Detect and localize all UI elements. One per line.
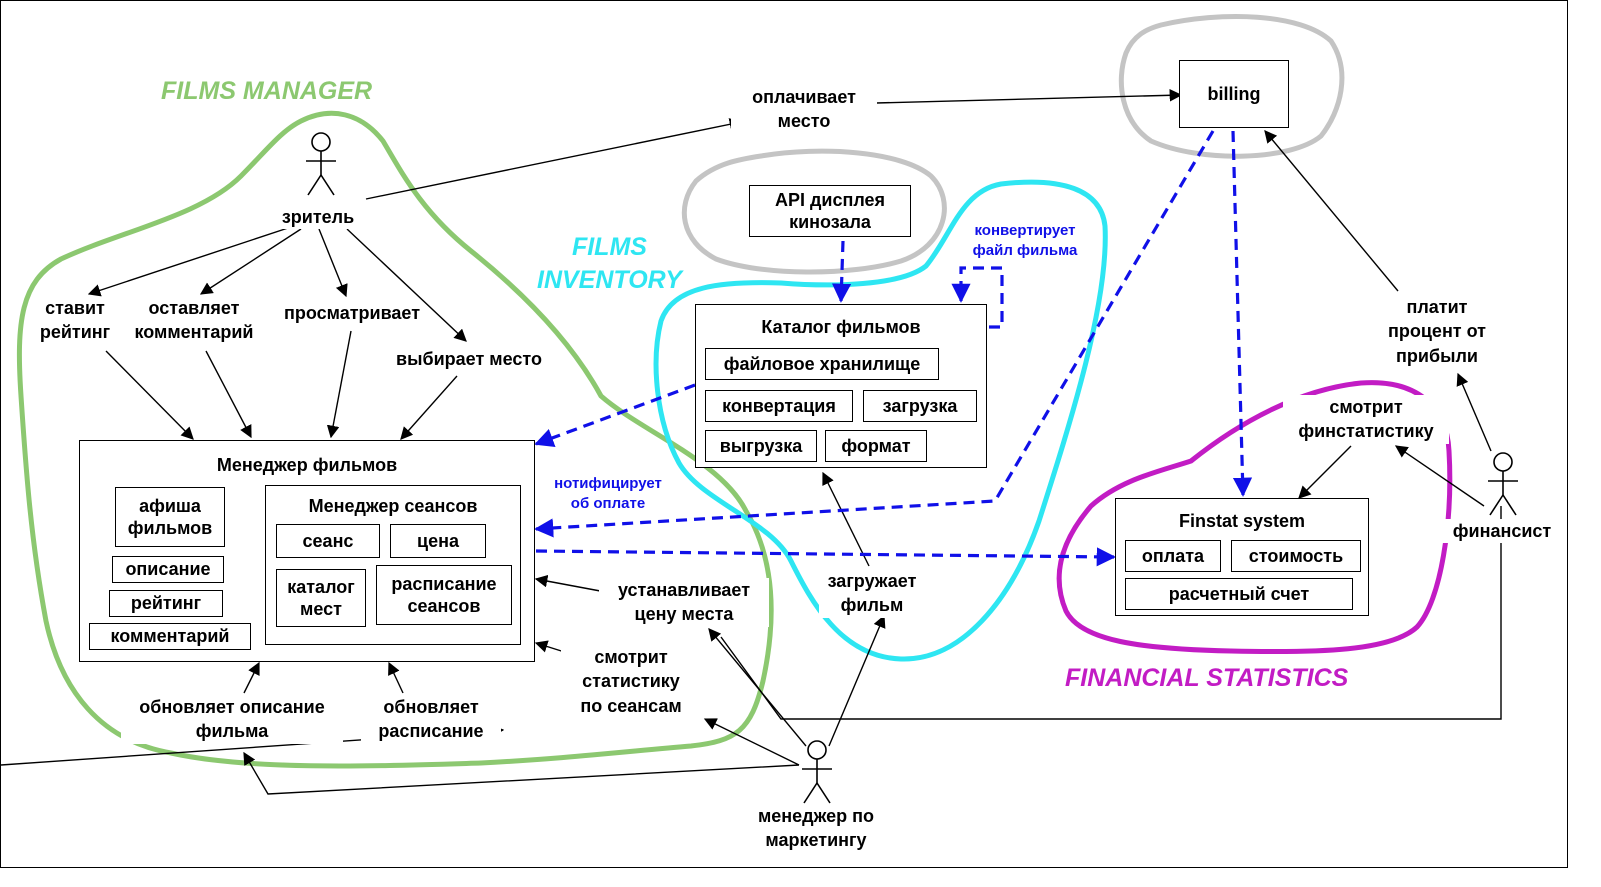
- edge-watches-fm: [326, 330, 352, 439]
- edge-mm-upload: [828, 614, 886, 747]
- edge-picks-fm: [400, 375, 458, 440]
- diagram-lines: [1, 14, 1502, 795]
- architecture-diagram: FILMS MANAGER FILMS INVENTORY FINANCIAL …: [0, 0, 1568, 868]
- display-api-box: API дисплея кинозала: [749, 185, 911, 237]
- edge-viewer-watches: [318, 228, 348, 298]
- edge-views-finstat: [1298, 445, 1352, 499]
- billing-box: billing: [1179, 60, 1289, 128]
- edge-fin-pays: [1456, 372, 1492, 452]
- edge-viewer-rates: [87, 226, 292, 297]
- viewer-actor-icon: [306, 132, 336, 196]
- finstat-item-account: расчетный счет: [1125, 578, 1353, 610]
- edge-price-fm: [534, 574, 612, 594]
- session-item-seat-catalog: каталог мест: [276, 569, 366, 627]
- financier-label: финансист: [1441, 519, 1563, 544]
- edge-viewer-pays: [365, 118, 743, 200]
- fm-item-comment: комментарий: [89, 623, 251, 650]
- edge-pays-billing-2: [1264, 130, 1399, 292]
- edge-rates-fm: [105, 350, 194, 440]
- film-catalog-title: Каталог фильмов: [761, 317, 921, 337]
- label-rates: ставит рейтинг: [39, 298, 111, 343]
- catalog-item-storage: файловое хранилище: [705, 348, 939, 380]
- catalog-item-upload: загрузка: [863, 390, 977, 422]
- async-billing-finstat: [1231, 130, 1253, 497]
- label-sets-price: устанавливает цену места: [599, 578, 769, 627]
- catalog-item-format: формат: [825, 430, 927, 462]
- label-watches: просматривает: [283, 303, 421, 323]
- label-views-finstat: смотрит финстатистику: [1283, 395, 1449, 444]
- session-item-seance: сеанс: [276, 524, 380, 558]
- edge-fin-views: [1394, 445, 1485, 507]
- label-uploads-film: загружает фильм: [819, 569, 925, 618]
- session-item-price: цена: [390, 524, 486, 558]
- marketing-manager-actor-icon: [802, 740, 832, 804]
- label-notifies-payment: нотифицирует об оплате: [541, 474, 675, 513]
- label-updates-description: обновляет описание фильма: [121, 695, 343, 744]
- financial-statistics-zone-title: FINANCIAL STATISTICS: [1065, 664, 1349, 692]
- label-updates-schedule: обновляет расписание: [361, 695, 501, 744]
- films-inventory-zone-title: FILMS INVENTORY: [537, 233, 682, 294]
- edge-mm-stats: [703, 718, 800, 766]
- async-convert-loop: [951, 266, 1004, 329]
- edge-viewer-picks: [346, 228, 467, 342]
- sessions-manager-title: Менеджер сеансов: [308, 496, 478, 516]
- films-manager-title: Менеджер фильмов: [216, 455, 398, 475]
- edge-upload-catalog: [822, 471, 870, 567]
- fm-item-rating: рейтинг: [109, 590, 223, 617]
- catalog-item-conversion: конвертация: [705, 390, 853, 422]
- films-manager-zone-outline: [16, 110, 774, 769]
- edge-comments-fm: [205, 350, 252, 439]
- fm-item-description: описание: [112, 556, 224, 583]
- finstat-title: Finstat system: [1178, 511, 1306, 531]
- label-converts-file: конвертирует файл фильма: [959, 221, 1091, 260]
- async-api-catalog: [831, 240, 852, 303]
- label-pays-profit: платит процент от прибыли: [1367, 295, 1507, 368]
- label-views-stats: смотрит статистику по сеансам: [561, 645, 701, 718]
- catalog-item-download: выгрузка: [705, 430, 817, 462]
- financial-statistics-zone-outline: [1056, 380, 1453, 655]
- finstat-item-cost: стоимость: [1231, 540, 1361, 572]
- edge-pays-billing: [875, 88, 1183, 104]
- edge-upd-desc-fm: [243, 661, 260, 694]
- edge-financier-price: [720, 506, 1502, 720]
- fm-item-poster: афиша фильмов: [115, 487, 225, 547]
- async-storage-fm: [534, 383, 696, 447]
- label-pays-seat: оплачивает место: [731, 85, 877, 134]
- label-picks-seat: выбирает место: [396, 349, 542, 369]
- finstat-item-payment: оплата: [1125, 540, 1221, 572]
- edge-mm-upd-desc: [243, 751, 800, 795]
- films-manager-zone-title: FILMS MANAGER: [161, 77, 373, 105]
- async-fm-finstat: [535, 547, 1116, 567]
- display-api-zone-outline: [681, 148, 947, 275]
- label-comments: оставляет комментарий: [134, 298, 254, 343]
- session-item-schedule: расписание сеансов: [376, 565, 512, 625]
- viewer-label: зритель: [263, 205, 373, 230]
- financier-actor-icon: [1488, 452, 1518, 516]
- edge-viewer-comments: [199, 228, 302, 295]
- marketing-manager-label: менеджер по маркетингу: [757, 806, 875, 851]
- edge-upd-sched-fm: [388, 661, 404, 694]
